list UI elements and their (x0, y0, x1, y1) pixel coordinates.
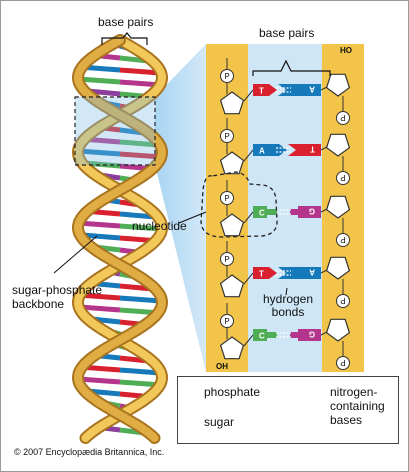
phosphate-icon: P (220, 314, 234, 328)
label-end-ho: HO (340, 46, 352, 55)
legend-bases-label-2: containing (330, 399, 385, 413)
bracket-right (252, 59, 331, 76)
svg-text:P: P (224, 194, 229, 203)
helix-strand-b (73, 36, 167, 442)
sugar-icon (325, 133, 351, 157)
sugar-icon (325, 256, 351, 280)
copyright: © 2007 Encyclopædia Britannica, Inc. (14, 447, 165, 457)
label-backbone-2: backbone (12, 297, 65, 311)
helix-rung (119, 139, 159, 148)
base-left-C: C (253, 206, 277, 218)
base-right-A: A (278, 267, 321, 279)
phosphate-icon: P (220, 252, 234, 266)
phosphate-icon: P (220, 191, 234, 205)
svg-text:C: C (259, 332, 265, 341)
label-hydrogen-1: hydrogen (262, 292, 314, 306)
helix-strand-a (73, 36, 167, 442)
svg-text:G: G (309, 330, 315, 339)
sugar-icon (325, 318, 351, 342)
helix-rung (77, 148, 121, 157)
label-backbone-1: sugar-phosphate (12, 283, 103, 297)
legend-phosphate-label: phosphate (204, 385, 261, 399)
svg-text:P: P (340, 296, 345, 305)
helix-strands (71, 34, 169, 444)
zoom-beam (155, 44, 206, 372)
label-base-pairs-left: base pairs (98, 15, 154, 29)
svg-text:A: A (309, 268, 315, 277)
nucleotide-rows: P P T A P P A T P P C G P P T A P P C G (219, 58, 351, 370)
helix-rung (119, 367, 161, 376)
svg-text:P: P (224, 255, 229, 264)
svg-text:P: P (224, 317, 229, 326)
svg-text:G: G (309, 207, 315, 216)
svg-text:T: T (259, 270, 264, 279)
label-nucleotide: nucleotide (132, 219, 187, 233)
legend-bases-label-1: nitrogen- (330, 385, 378, 399)
label-base-pairs-right: base pairs (259, 26, 315, 40)
phosphate-icon: P (336, 356, 350, 370)
sugar-icon (325, 195, 351, 219)
helix-rung (77, 220, 121, 229)
sugar-icon (219, 151, 245, 175)
helix-rung (79, 304, 121, 313)
helix-rung (119, 151, 163, 160)
phosphate-icon: P (336, 233, 350, 247)
svg-text:A: A (309, 85, 315, 94)
base-left-C: C (253, 329, 277, 341)
legend-box: phosphate sugar nitrogen- containing bas… (177, 376, 399, 444)
legend-bases-label-3: bases (330, 413, 363, 427)
helix-rung (119, 67, 161, 76)
sugar-icon (325, 73, 351, 97)
svg-text:P: P (340, 173, 345, 182)
sugar-icon (219, 274, 245, 298)
svg-text:P: P (340, 235, 345, 244)
base-right-G: G (290, 206, 321, 218)
base-right-G: G (290, 329, 321, 341)
nucleotide-leader (178, 211, 207, 224)
phosphate-icon: P (336, 111, 350, 125)
sugar-icon (219, 336, 245, 360)
helix-rung (119, 223, 163, 232)
bracket-left (101, 32, 148, 45)
phosphate-icon: P (220, 69, 234, 83)
helix-rung (119, 295, 162, 304)
svg-text:P: P (224, 132, 229, 141)
base-left-A: A (253, 144, 287, 156)
base-right-T: T (288, 144, 321, 156)
svg-text:C: C (259, 209, 265, 218)
base-left-T: T (253, 84, 277, 96)
label-end-oh: OH (216, 362, 228, 371)
helix-rung (78, 376, 121, 385)
base-right-A: A (278, 84, 321, 96)
hydrogen-leader (285, 287, 288, 296)
helix-rung (81, 232, 121, 241)
svg-text:P: P (224, 72, 229, 81)
legend-sugar-label: sugar (204, 415, 235, 429)
backbone-leader (53, 235, 98, 274)
svg-text:P: P (340, 358, 345, 367)
base-left-T: T (253, 267, 277, 279)
phosphate-icon: P (336, 294, 350, 308)
svg-text:A: A (259, 147, 265, 156)
svg-text:P: P (340, 113, 345, 122)
svg-text:T: T (310, 145, 315, 154)
sugar-icon (219, 91, 245, 115)
nucleotide-outline (200, 171, 278, 238)
sugar-icon (219, 213, 245, 237)
phosphate-icon: P (220, 129, 234, 143)
zoom-region (74, 96, 156, 166)
helix-rung (78, 76, 121, 85)
svg-text:T: T (259, 87, 264, 96)
label-hydrogen-2: bonds (271, 305, 305, 319)
phosphate-icon: P (336, 171, 350, 185)
